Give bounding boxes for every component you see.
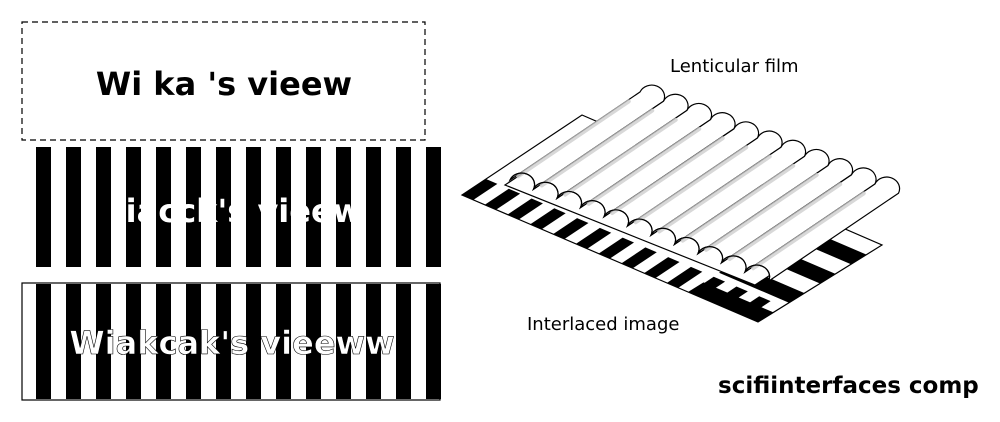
credit-text: scifiinterfaces comp: [718, 373, 979, 399]
interlaced-stripe: [530, 208, 566, 230]
lenticular-film: [503, 84, 901, 286]
lens-cap: [556, 190, 583, 208]
stripe-bottom: [336, 284, 351, 399]
interlaced-stripe-back: [688, 282, 774, 322]
stripe-bottom: [126, 284, 141, 399]
label-interlaced-image: Interlaced image: [527, 314, 679, 335]
interlaced-stripe: [621, 247, 657, 269]
stripe-middle: [126, 147, 141, 267]
stripe-bottom: [306, 284, 321, 399]
lens-cap: [673, 236, 700, 254]
interlaced-stripe: [666, 266, 703, 288]
lens-cap: [720, 255, 747, 273]
stripe-bottom: [366, 284, 381, 399]
stripe-middle: [96, 147, 111, 267]
stripe-middle: [36, 147, 51, 267]
lens-highlight: [657, 154, 772, 234]
stripe-bottom: [186, 284, 201, 399]
stripe-middle: [66, 147, 81, 267]
stripe-bottom: [276, 284, 291, 399]
lens-highlight: [633, 145, 749, 225]
panel-bottom-label: Wiakcak's vieeww: [69, 324, 394, 362]
stripe-middle: [216, 147, 231, 267]
stripe-middle: [276, 147, 291, 267]
stripe-middle: [426, 147, 441, 267]
lens-highlight: [610, 136, 725, 216]
interlaced-stripe: [462, 179, 498, 200]
stripe-bottom: [96, 284, 111, 399]
panel-bottom: Wiakcak's vieeww: [21, 282, 441, 401]
stripe-bottom: [246, 284, 261, 399]
lens-cap: [532, 181, 559, 199]
interlaced-stripe: [598, 237, 634, 259]
interlaced-stripe: [553, 218, 589, 239]
lens-cap: [509, 172, 536, 190]
lens-cap: [579, 200, 606, 218]
stripe-bottom: [426, 284, 441, 399]
interlaced-stripe: [484, 188, 521, 210]
stripe-bottom: [396, 284, 411, 399]
lenticular-illustration: [460, 84, 901, 323]
label-lenticular-film: Lenticular film: [670, 56, 799, 77]
panel-top-frame: [21, 21, 426, 141]
lens-cap: [603, 209, 630, 227]
panel-top-label: Wi ka 's vieew: [96, 65, 352, 103]
stripe-bottom: [36, 284, 51, 399]
lens-cap: [697, 246, 724, 264]
lens-highlight: [751, 191, 866, 271]
interlaced-stripe: [507, 198, 543, 220]
stripe-middle: [396, 147, 411, 267]
lens-highlight: [563, 117, 678, 197]
panel-top: Wi ka 's vieew: [21, 21, 426, 141]
lens-cap: [650, 227, 677, 245]
stripe-middle: [156, 147, 171, 267]
lens-highlight: [516, 99, 631, 179]
panel-middle: Jiacck's vieew: [36, 147, 441, 267]
lens-highlight: [704, 173, 819, 252]
stripe-middle: [186, 147, 201, 267]
lens-highlight: [727, 182, 843, 262]
stripe-middle: [246, 147, 261, 267]
interlaced-stripe: [575, 227, 612, 249]
stripe-bottom: [156, 284, 171, 399]
stripe-middle: [306, 147, 321, 267]
stripe-middle: [366, 147, 381, 267]
stripe-bottom: [66, 284, 81, 399]
lens-highlight: [680, 163, 796, 243]
panel-bottom-stripes: [36, 284, 441, 399]
panel-middle-label: Jiacck's vieew: [112, 192, 362, 230]
stripe-middle: [336, 147, 351, 267]
lens-cap: [744, 264, 771, 282]
lens-cap: [626, 218, 653, 236]
view-panels: Wi ka 's vieew Jiacck's vieew Wiakcak's …: [21, 21, 441, 401]
lens-highlight: [586, 127, 702, 206]
lens-highlight: [539, 108, 655, 188]
panel-middle-stripes: [36, 147, 441, 267]
interlaced-stripe: [644, 257, 680, 279]
stripe-bottom: [216, 284, 231, 399]
